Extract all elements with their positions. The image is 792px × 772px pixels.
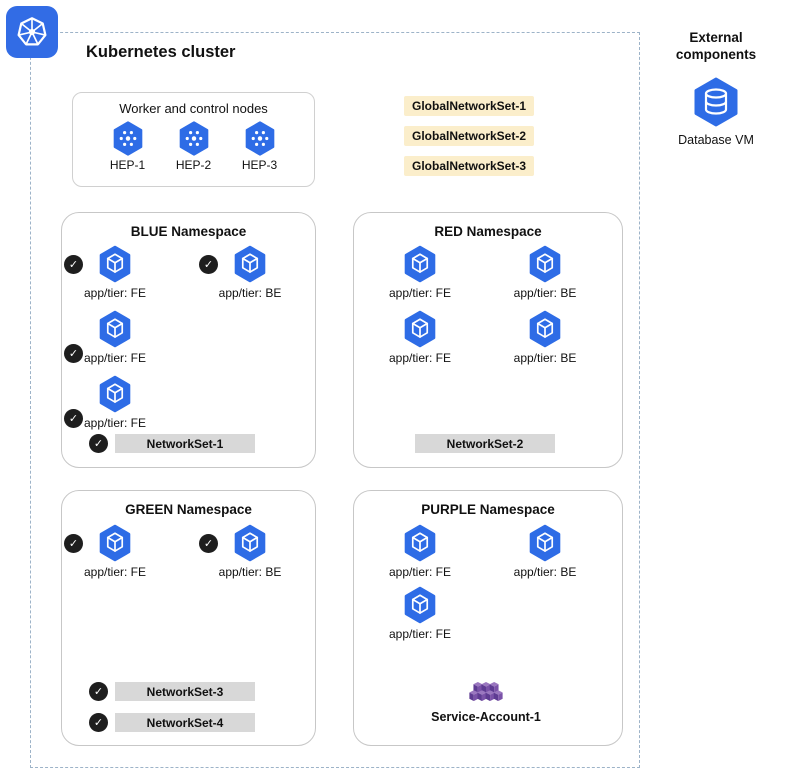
global-network-set-2: GlobalNetworkSet-2 bbox=[404, 126, 535, 146]
networkset-label: ✓ NetworkSet-4 bbox=[89, 713, 255, 732]
external-components-title: External components bbox=[675, 30, 757, 62]
global-network-set-1: GlobalNetworkSet-1 bbox=[404, 96, 535, 116]
database-vm-label: Database VM bbox=[678, 132, 754, 147]
node-icon bbox=[178, 121, 210, 156]
check-icon: ✓ bbox=[199, 255, 218, 274]
node-label: HEP-1 bbox=[109, 158, 146, 172]
node-hep-1: HEP-1 bbox=[104, 121, 152, 172]
check-icon: ✓ bbox=[64, 534, 83, 553]
pod: ✓ app/tier: BE bbox=[199, 524, 298, 579]
namespace-purple: PURPLE Namespace ✓ app/tier: FE ✓ app/ti… bbox=[353, 490, 623, 746]
pod-icon bbox=[403, 524, 437, 562]
namespace-blue: BLUE Namespace ✓ app/tier: FE ✓ app/tier… bbox=[61, 212, 316, 468]
node-label: HEP-2 bbox=[175, 158, 212, 172]
pod-icon bbox=[98, 375, 132, 413]
pod-label: app/tier: BE bbox=[513, 286, 577, 300]
pod-icon bbox=[233, 524, 267, 562]
pod-label: app/tier: FE bbox=[83, 565, 147, 579]
check-icon: ✓ bbox=[64, 344, 83, 363]
external-components-panel: External components Database VM bbox=[664, 30, 768, 147]
global-network-sets: GlobalNetworkSet-1 GlobalNetworkSet-2 Gl… bbox=[404, 96, 535, 176]
pod-label: app/tier: BE bbox=[513, 351, 577, 365]
namespace-title: GREEN Namespace bbox=[125, 502, 252, 517]
worker-control-nodes-panel: Worker and control nodes HEP-1 HEP-2 HEP… bbox=[72, 92, 315, 187]
check-icon: ✓ bbox=[64, 409, 83, 428]
check-icon: ✓ bbox=[89, 434, 108, 453]
pod-icon bbox=[528, 245, 562, 283]
pod: ✓ app/tier: FE bbox=[372, 524, 468, 579]
pod-icon bbox=[98, 310, 132, 348]
pod-label: app/tier: BE bbox=[218, 565, 282, 579]
pod-icon bbox=[403, 245, 437, 283]
node-label: HEP-3 bbox=[241, 158, 278, 172]
node-hep-2: HEP-2 bbox=[170, 121, 218, 172]
pod-label: app/tier: FE bbox=[83, 351, 147, 365]
kubernetes-wheel-icon bbox=[10, 10, 54, 54]
networkset-text: NetworkSet-2 bbox=[446, 436, 524, 451]
check-icon: ✓ bbox=[89, 682, 108, 701]
pod-label: app/tier: FE bbox=[83, 416, 147, 430]
pod-label: app/tier: FE bbox=[388, 627, 452, 641]
nodes-panel-title: Worker and control nodes bbox=[119, 101, 268, 116]
nodes-row: HEP-1 HEP-2 HEP-3 bbox=[73, 121, 314, 172]
namespace-green: GREEN Namespace ✓ app/tier: FE ✓ app/tie… bbox=[61, 490, 316, 746]
networkset-text: NetworkSet-3 bbox=[146, 684, 224, 699]
pod-icon bbox=[528, 310, 562, 348]
pod-icon bbox=[98, 524, 132, 562]
pod: ✓ app/tier: BE bbox=[497, 245, 593, 300]
networkset-label: ✓ NetworkSet-3 bbox=[89, 682, 255, 701]
pod-label: app/tier: FE bbox=[388, 286, 452, 300]
networkset-text: NetworkSet-4 bbox=[146, 715, 224, 730]
pod: ✓ app/tier: FE bbox=[64, 524, 163, 579]
pod-icon bbox=[528, 524, 562, 562]
global-network-set-3: GlobalNetworkSet-3 bbox=[404, 156, 535, 176]
pod: ✓ app/tier: FE bbox=[64, 245, 163, 300]
pod: ✓ app/tier: FE bbox=[372, 586, 468, 641]
check-icon: ✓ bbox=[199, 534, 218, 553]
pod-icon bbox=[403, 310, 437, 348]
check-icon: ✓ bbox=[89, 713, 108, 732]
node-icon bbox=[112, 121, 144, 156]
pod-label: app/tier: FE bbox=[388, 351, 452, 365]
namespace-title: BLUE Namespace bbox=[130, 224, 247, 239]
pod: ✓ app/tier: FE bbox=[372, 310, 468, 365]
pod-icon bbox=[98, 245, 132, 283]
namespace-title: PURPLE Namespace bbox=[421, 502, 555, 517]
namespace-title: RED Namespace bbox=[434, 224, 542, 239]
database-vm-icon bbox=[692, 77, 740, 127]
networkset-label: ✓ NetworkSet-1 bbox=[89, 434, 255, 453]
pod-icon bbox=[233, 245, 267, 283]
pod: ✓ app/tier: FE bbox=[372, 245, 468, 300]
namespace-red: RED Namespace ✓ app/tier: FE ✓ app/tier:… bbox=[353, 212, 623, 468]
pod: ✓ app/tier: BE bbox=[497, 524, 593, 579]
networkset-text: NetworkSet-1 bbox=[146, 436, 224, 451]
node-icon bbox=[244, 121, 276, 156]
pod-label: app/tier: BE bbox=[513, 565, 577, 579]
kubernetes-cluster-boundary: Kubernetes cluster Worker and control no… bbox=[30, 32, 640, 768]
pod: ✓ app/tier: FE bbox=[64, 375, 163, 430]
node-hep-3: HEP-3 bbox=[236, 121, 284, 172]
pod-icon bbox=[403, 586, 437, 624]
pod: ✓ app/tier: BE bbox=[497, 310, 593, 365]
cluster-title: Kubernetes cluster bbox=[86, 43, 236, 61]
kubernetes-logo bbox=[6, 6, 58, 58]
service-account-icon bbox=[467, 681, 505, 703]
pod-label: app/tier: FE bbox=[83, 286, 147, 300]
pod: ✓ app/tier: BE bbox=[199, 245, 298, 300]
pod-label: app/tier: FE bbox=[388, 565, 452, 579]
service-account-label: Service-Account-1 bbox=[431, 710, 541, 724]
pod-label: app/tier: BE bbox=[218, 286, 282, 300]
check-icon: ✓ bbox=[64, 255, 83, 274]
pod: ✓ app/tier: FE bbox=[64, 310, 163, 365]
networkset-label: ✓ NetworkSet-2 bbox=[415, 434, 555, 453]
